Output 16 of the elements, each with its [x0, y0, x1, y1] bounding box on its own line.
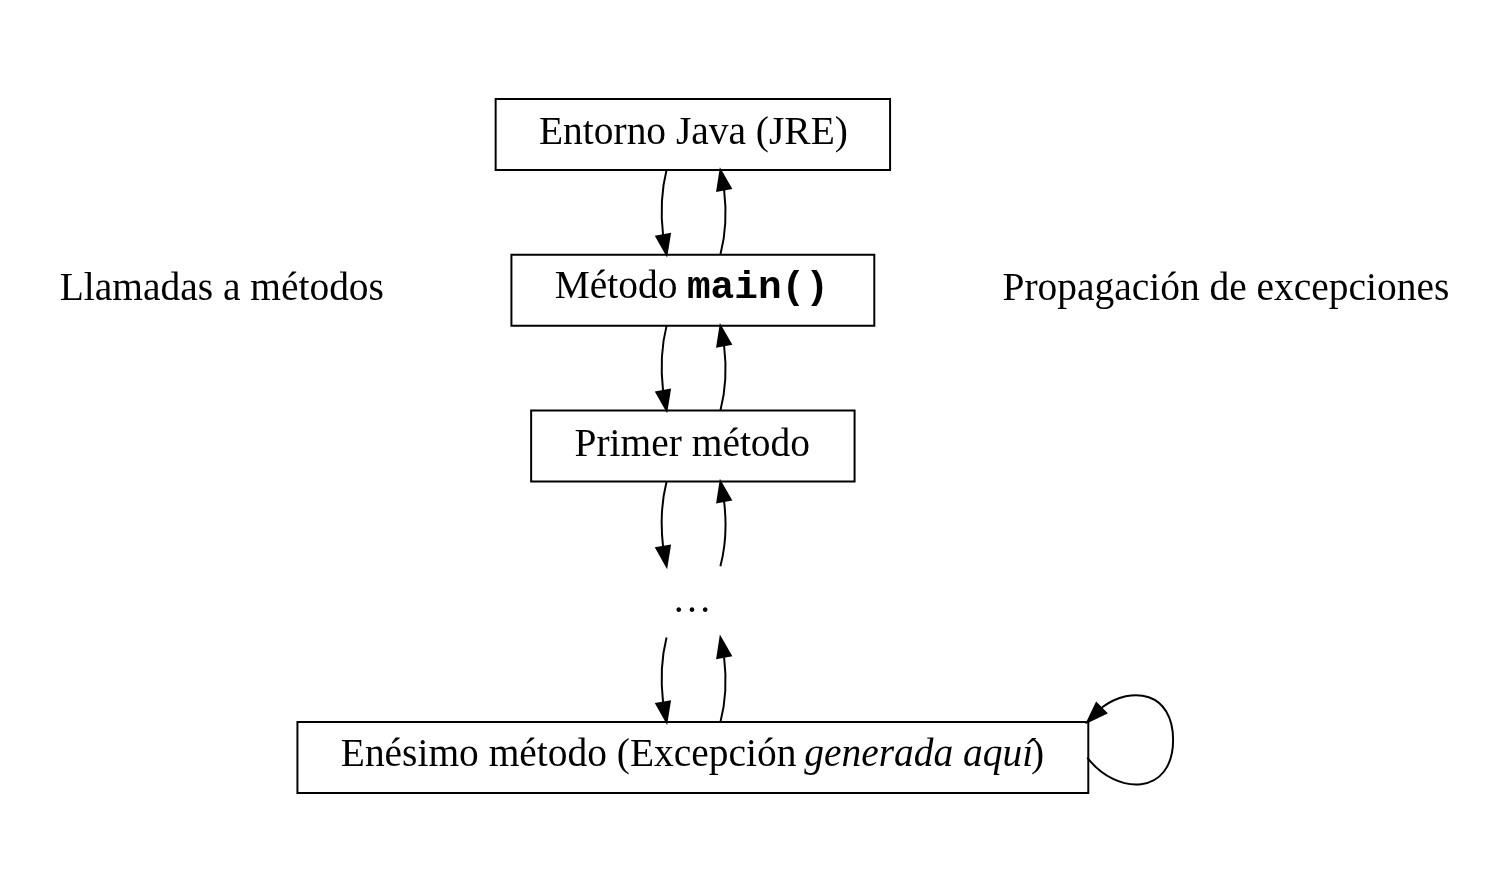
arrow [716, 634, 733, 723]
arrow [654, 168, 672, 258]
node-box: Método main() [510, 253, 876, 327]
node-text: … [672, 576, 712, 621]
arrow [1085, 693, 1175, 785]
arrow [716, 166, 733, 256]
arrow [716, 322, 733, 411]
arrow [654, 324, 672, 413]
label: Propagación de excepciones [1002, 264, 1450, 309]
label: Llamadas a métodos [59, 264, 384, 309]
node-box: Entorno Java (JRE) [494, 97, 892, 171]
arrow [654, 480, 672, 569]
node-box: Primer método [530, 409, 856, 482]
node-box: Enésimo método (Excepción generada aquí) [296, 720, 1090, 794]
arrow [654, 636, 672, 725]
arrow [716, 478, 733, 567]
